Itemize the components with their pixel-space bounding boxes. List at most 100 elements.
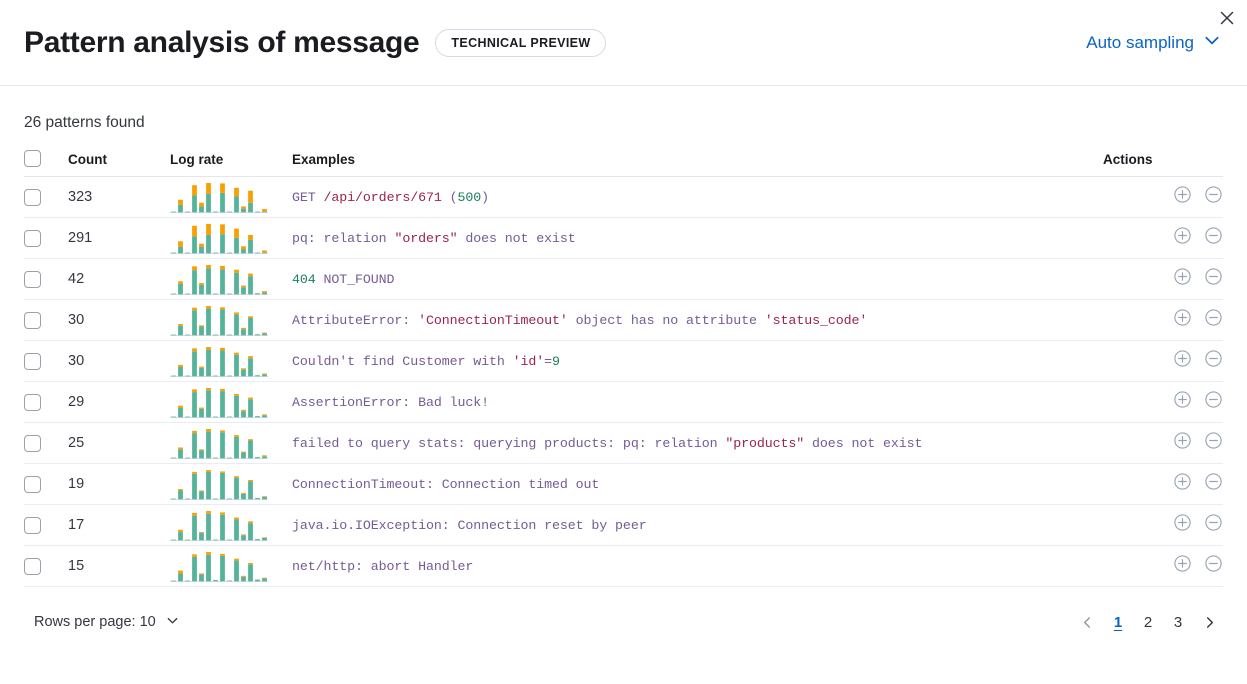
row-select-cell xyxy=(24,299,68,341)
example-token: NOT_FOUND xyxy=(315,272,395,287)
row-example: AssertionError: Bad luck! xyxy=(292,381,1103,423)
example-token: ( xyxy=(441,190,458,205)
row-checkbox[interactable] xyxy=(24,516,41,534)
filter-for-value-icon[interactable] xyxy=(1173,554,1192,578)
page-number-2[interactable]: 2 xyxy=(1143,613,1153,631)
example-token: failed to query stats: querying products… xyxy=(292,436,726,451)
table-row[interactable]: 25 failed to query stats: querying produc… xyxy=(24,422,1223,464)
filter-for-value-icon[interactable] xyxy=(1173,226,1192,250)
example-token: "products" xyxy=(725,436,805,451)
page-number-3[interactable]: 3 xyxy=(1173,613,1183,631)
chevron-left-icon[interactable] xyxy=(1073,608,1101,636)
filter-for-value-icon[interactable] xyxy=(1173,513,1192,537)
table-row[interactable]: 323 GET /api/orders/671 (500) xyxy=(24,176,1223,218)
chevron-right-icon[interactable] xyxy=(1195,608,1223,636)
row-example: GET /api/orders/671 (500) xyxy=(292,176,1103,218)
table-footer: Rows per page: 10 1 2 3 xyxy=(0,587,1247,636)
patterns-found-count: 26 patterns found xyxy=(24,114,145,131)
table-header: Count Log rate Examples Actions xyxy=(24,150,1223,177)
row-example: java.io.IOException: Connection reset by… xyxy=(292,504,1103,546)
filter-out-value-icon[interactable] xyxy=(1204,554,1223,578)
example-text: AssertionError: Bad luck! xyxy=(292,395,489,410)
example-token: pq: relation xyxy=(292,231,395,246)
example-token: Couldn't find Customer with xyxy=(292,354,513,369)
filter-out-value-icon[interactable] xyxy=(1204,349,1223,373)
example-token: /api/orders/671 xyxy=(323,190,442,205)
row-checkbox[interactable] xyxy=(24,188,41,206)
close-icon[interactable] xyxy=(1213,4,1241,32)
row-checkbox[interactable] xyxy=(24,434,41,452)
example-text: GET /api/orders/671 (500) xyxy=(292,190,489,205)
table-row[interactable]: 17 java.io.IOException: Connection reset … xyxy=(24,504,1223,546)
example-token: java.io.IOException: Connection reset by… xyxy=(292,518,647,533)
title-group: Pattern analysis of message TECHNICAL PR… xyxy=(24,27,607,58)
example-text: net/http: abort Handler xyxy=(292,559,473,574)
row-checkbox[interactable] xyxy=(24,270,41,288)
column-header-examples[interactable]: Examples xyxy=(292,150,1103,177)
row-count: 25 xyxy=(68,422,170,464)
row-count: 323 xyxy=(68,176,170,218)
row-checkbox[interactable] xyxy=(24,229,41,247)
filter-out-value-icon[interactable] xyxy=(1204,513,1223,537)
filter-for-value-icon[interactable] xyxy=(1173,349,1192,373)
filter-for-value-icon[interactable] xyxy=(1173,308,1192,332)
row-checkbox[interactable] xyxy=(24,352,41,370)
filter-out-value-icon[interactable] xyxy=(1204,185,1223,209)
example-token: 'id' xyxy=(512,354,545,369)
page-number-1[interactable]: 1 xyxy=(1113,613,1123,631)
row-log-rate-sparkline xyxy=(170,422,292,464)
flyout-header: Pattern analysis of message TECHNICAL PR… xyxy=(0,0,1247,86)
example-text: java.io.IOException: Connection reset by… xyxy=(292,518,647,533)
auto-sampling-dropdown[interactable]: Auto sampling xyxy=(1086,31,1223,54)
filter-for-value-icon[interactable] xyxy=(1173,267,1192,291)
chevron-down-icon xyxy=(1203,31,1221,54)
row-count: 42 xyxy=(68,258,170,300)
row-checkbox[interactable] xyxy=(24,393,41,411)
row-example: ConnectionTimeout: Connection timed out xyxy=(292,463,1103,505)
auto-sampling-label: Auto sampling xyxy=(1086,32,1194,52)
row-select-cell xyxy=(24,381,68,423)
example-token: ) xyxy=(481,190,490,205)
row-log-rate-sparkline xyxy=(170,299,292,341)
column-header-actions: Actions xyxy=(1103,150,1223,177)
filter-for-value-icon[interactable] xyxy=(1173,472,1192,496)
filter-out-value-icon[interactable] xyxy=(1204,226,1223,250)
row-actions xyxy=(1103,422,1223,464)
row-select-cell xyxy=(24,340,68,382)
filter-for-value-icon[interactable] xyxy=(1173,390,1192,414)
select-all-checkbox[interactable] xyxy=(24,150,41,167)
filter-out-value-icon[interactable] xyxy=(1204,390,1223,414)
example-token: AssertionError: Bad luck! xyxy=(292,395,489,410)
pagination: 1 2 3 xyxy=(1073,608,1223,636)
rows-per-page-selector[interactable]: Rows per page: 10 xyxy=(34,613,180,632)
column-header-count[interactable]: Count xyxy=(68,150,170,177)
row-checkbox[interactable] xyxy=(24,311,41,329)
example-text: 404 NOT_FOUND xyxy=(292,272,395,287)
example-text: Couldn't find Customer with 'id'=9 xyxy=(292,354,560,369)
example-token: does not exist xyxy=(457,231,576,246)
column-header-log-rate[interactable]: Log rate xyxy=(170,150,292,177)
row-example: 404 NOT_FOUND xyxy=(292,258,1103,300)
row-select-cell xyxy=(24,504,68,546)
example-token: net/http: abort Handler xyxy=(292,559,474,574)
filter-out-value-icon[interactable] xyxy=(1204,308,1223,332)
row-actions xyxy=(1103,463,1223,505)
row-count: 17 xyxy=(68,504,170,546)
filter-for-value-icon[interactable] xyxy=(1173,431,1192,455)
filter-out-value-icon[interactable] xyxy=(1204,431,1223,455)
row-example: pq: relation "orders" does not exist xyxy=(292,217,1103,259)
filter-for-value-icon[interactable] xyxy=(1173,185,1192,209)
filter-out-value-icon[interactable] xyxy=(1204,267,1223,291)
row-checkbox[interactable] xyxy=(24,475,41,493)
row-checkbox[interactable] xyxy=(24,557,41,575)
table-row[interactable]: 42 404 NOT_FOUND xyxy=(24,258,1223,300)
filter-out-value-icon[interactable] xyxy=(1204,472,1223,496)
rows-per-page-label: Rows per page: 10 xyxy=(34,614,156,630)
